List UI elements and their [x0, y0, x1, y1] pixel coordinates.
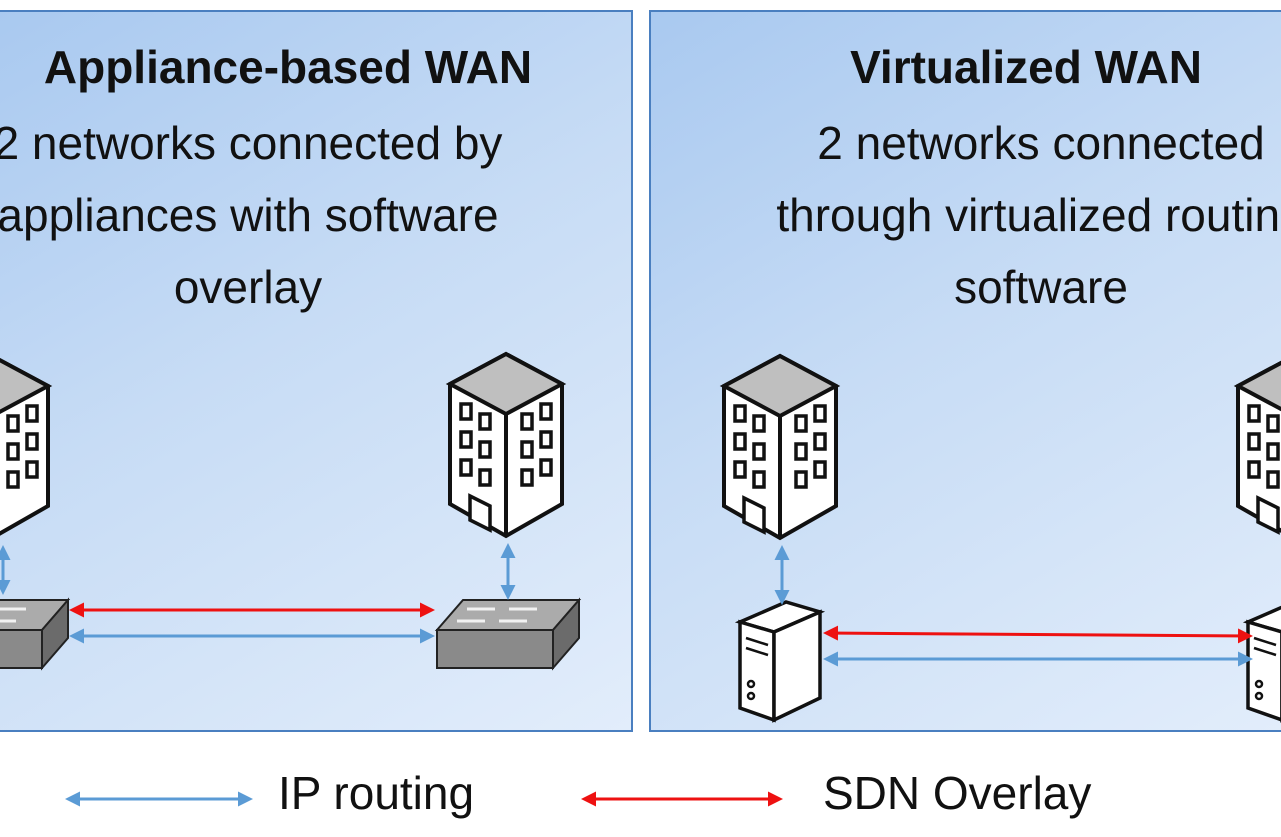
network-appliance-icon	[435, 598, 581, 670]
left-desc-line-1: 2 networks connected by	[0, 117, 503, 169]
legend-sdn-overlay-label: SDN Overlay	[823, 767, 1092, 819]
building-icon	[722, 354, 838, 540]
legend-ip-routing-label: IP routing	[278, 767, 475, 819]
building-icon	[0, 354, 50, 540]
right-desc-line-2: through virtualized routing	[776, 189, 1281, 241]
left-desc-line-3: overlay	[173, 261, 323, 313]
right-panel-title: Virtualized WAN	[850, 41, 1202, 93]
server-icon	[1246, 600, 1281, 722]
left-panel-title: Appliance-based WAN	[43, 41, 533, 93]
server-icon	[738, 600, 822, 722]
network-appliance-icon	[0, 598, 70, 670]
building-icon	[1236, 354, 1281, 540]
sdn-overlay-link	[823, 625, 1253, 644]
right-desc-line-3: software	[954, 261, 1128, 313]
building-icon	[448, 352, 564, 538]
left-panel-description: 2 networks connected by appliances with …	[0, 107, 631, 323]
left-desc-line-2: appliances with software	[0, 189, 499, 241]
right-panel-description: 2 networks connected through virtualized…	[651, 107, 1281, 323]
right-desc-line-1: 2 networks connected	[817, 117, 1265, 169]
